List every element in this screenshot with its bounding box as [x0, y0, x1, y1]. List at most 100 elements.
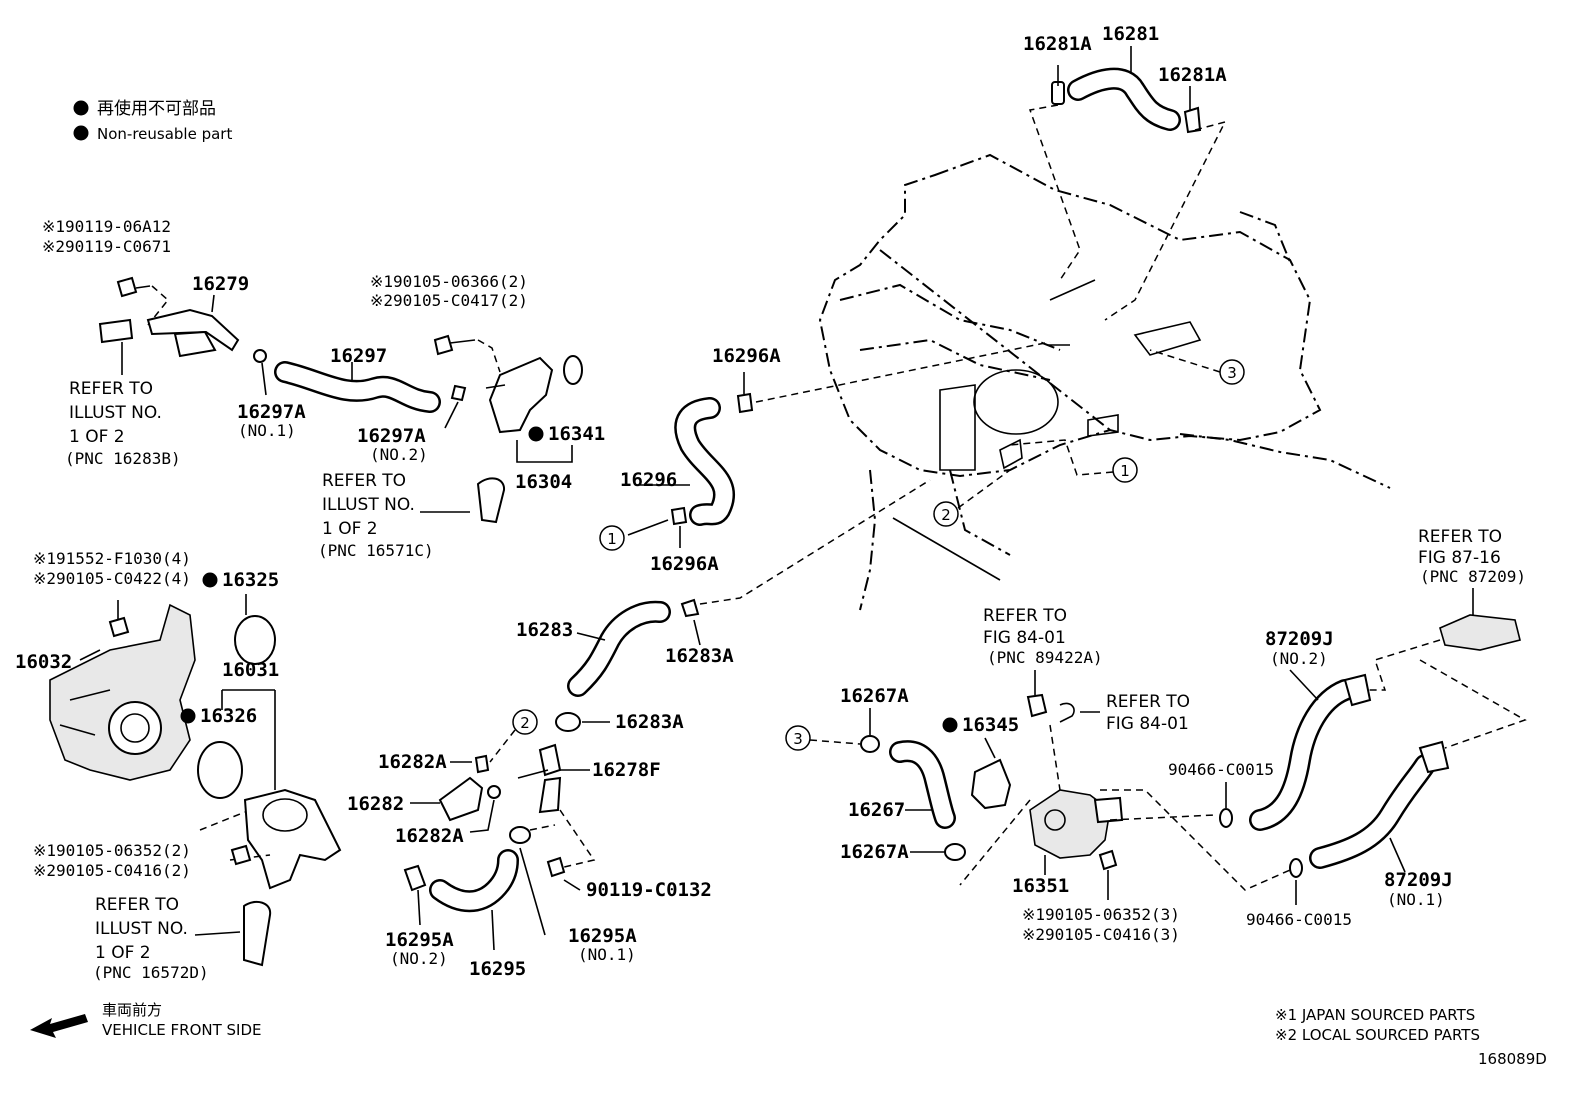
pipe-16278F [509, 743, 596, 869]
label-16325: 16325 [222, 569, 279, 591]
legend-jp: 再使用不可部品 [97, 98, 216, 119]
svg-text:2: 2 [520, 714, 530, 732]
label-16351: 16351 [1012, 875, 1069, 897]
callout-1-engine: 1 [1009, 439, 1138, 483]
label-16267A-bottom: 16267A [840, 841, 909, 863]
label-16295A-no2: 16295A [385, 929, 454, 951]
housing-16351 [959, 724, 1291, 900]
label-16283: 16283 [516, 619, 573, 641]
svg-text:3: 3 [1227, 364, 1237, 382]
legend-en: Non-reusable part [97, 125, 232, 143]
svg-text:1: 1 [607, 530, 617, 548]
note-290105-C0416-right: ※290105-C0416(3) [1022, 925, 1180, 944]
label-16281A-right: 16281A [1158, 64, 1227, 86]
svg-text:(PNC 16283B): (PNC 16283B) [65, 449, 181, 468]
front-arrow-icon [30, 1014, 88, 1038]
callout-2-engine: 2 [933, 469, 1011, 527]
svg-text:1: 1 [1120, 462, 1130, 480]
oring-16326 [197, 741, 243, 799]
svg-text:2: 2 [941, 506, 951, 524]
svg-text:FIG 84-01: FIG 84-01 [1106, 714, 1189, 734]
non-reusable-dot-icon [942, 717, 958, 733]
refer-84-01: REFER TO FIG 84-01 [1059, 692, 1190, 734]
source-japan: ※1 JAPAN SOURCED PARTS [1275, 1006, 1475, 1024]
note-191552-F1030: ※191552-F1030(4) [33, 549, 191, 568]
label-87209J-no2: 87209J [1265, 628, 1334, 650]
svg-text:FIG 87-16: FIG 87-16 [1418, 548, 1501, 568]
callout-2-left: 2 [489, 709, 538, 763]
label-16297A-no2: 16297A [357, 425, 426, 447]
svg-text:(PNC 89422A): (PNC 89422A) [987, 648, 1103, 667]
label-87209J-no2-sub: (NO.2) [1270, 649, 1328, 668]
label-16295A-no1: 16295A [568, 925, 637, 947]
note-290105-C0416-left: ※290105-C0416(2) [33, 861, 191, 880]
note-190105-06352-right: ※190105-06352(3) [1022, 905, 1180, 924]
svg-text:ILLUST NO.: ILLUST NO. [322, 495, 415, 515]
label-87209J-no1: 87209J [1384, 869, 1453, 891]
hose-16267 [889, 740, 956, 829]
svg-text:ILLUST NO.: ILLUST NO. [95, 919, 188, 939]
svg-text:1 OF 2: 1 OF 2 [322, 519, 378, 539]
svg-text:(PNC 16572D): (PNC 16572D) [93, 963, 209, 982]
label-16296A-bottom: 16296A [650, 553, 719, 575]
note-290105-C0417: ※290105-C0417(2) [370, 291, 528, 310]
svg-text:(PNC 87209): (PNC 87209) [1420, 567, 1526, 586]
hose-16295 [403, 847, 546, 951]
legend: 再使用不可部品 Non-reusable part [73, 98, 232, 143]
clip-90466-bottom [1289, 858, 1303, 878]
label-16031: 16031 [222, 659, 279, 681]
svg-text:REFER TO: REFER TO [95, 895, 179, 915]
non-reusable-dot-icon [180, 708, 196, 724]
label-16297: 16297 [330, 345, 387, 367]
label-16282A-bottom: 16282A [395, 825, 464, 847]
label-16341: 16341 [548, 423, 605, 445]
non-reusable-dot-icon [73, 125, 89, 141]
label-16281: 16281 [1102, 23, 1159, 45]
label-16281A-left: 16281A [1023, 33, 1092, 55]
refer-87209: REFER TO FIG 87-16 (PNC 87209) [1350, 527, 1527, 749]
svg-text:3: 3 [793, 730, 803, 748]
label-16295A-no2-sub: (NO.2) [390, 949, 448, 968]
svg-text:1 OF 2: 1 OF 2 [95, 943, 151, 963]
callout-1-left: 1 [599, 525, 625, 551]
bolt-16279 [116, 276, 170, 326]
pipe-16282 [410, 776, 501, 833]
svg-text:ILLUST NO.: ILLUST NO. [69, 403, 162, 423]
label-16345: 16345 [962, 714, 1019, 736]
outlet-16304 [433, 334, 583, 463]
label-16279: 16279 [192, 273, 249, 295]
label-90119-C0132: 90119-C0132 [586, 879, 712, 901]
figure-code: 168089D [1478, 1050, 1547, 1068]
note-190119-06A12: ※190119-06A12 [42, 217, 171, 236]
inlet-16031 [199, 788, 342, 890]
label-16283A-top: 16283A [665, 645, 734, 667]
engine-outline [818, 153, 1391, 611]
source-local: ※2 LOCAL SOURCED PARTS [1275, 1026, 1480, 1044]
bolt-16031 [230, 844, 252, 866]
label-16297A-no1-sub: (NO.1) [238, 421, 296, 440]
label-16278F: 16278F [592, 759, 661, 781]
hose-16283 [555, 479, 931, 732]
non-reusable-dot-icon [202, 572, 218, 588]
pipe-16279 [98, 294, 240, 375]
note-190105-06352-left: ※190105-06352(2) [33, 841, 191, 860]
clip-16267A-top [860, 735, 880, 753]
label-90466-C0015-bottom: 90466-C0015 [1246, 910, 1352, 929]
label-16282A-top: 16282A [378, 751, 447, 773]
label-87209J-no1-sub: (NO.1) [1387, 890, 1445, 909]
note-290119-C0671: ※290119-C0671 [42, 237, 171, 256]
note-290105-C0422: ※290105-C0422(4) [33, 569, 191, 588]
note-190105-06366: ※190105-06366(2) [370, 272, 528, 291]
label-16295A-no1-sub: (NO.1) [578, 945, 636, 964]
label-16032: 16032 [15, 651, 72, 673]
callout-3-left: 3 [785, 725, 861, 751]
hose-16296 [627, 341, 1051, 548]
label-16282: 16282 [347, 793, 404, 815]
svg-text:FIG 84-01: FIG 84-01 [983, 628, 1066, 648]
non-reusable-dot-icon [73, 100, 89, 116]
clip-90466-top [1219, 808, 1233, 828]
non-reusable-dot-icon [528, 426, 544, 442]
front-en: VEHICLE FRONT SIDE [102, 1021, 262, 1039]
svg-text:1 OF 2: 1 OF 2 [69, 427, 125, 447]
